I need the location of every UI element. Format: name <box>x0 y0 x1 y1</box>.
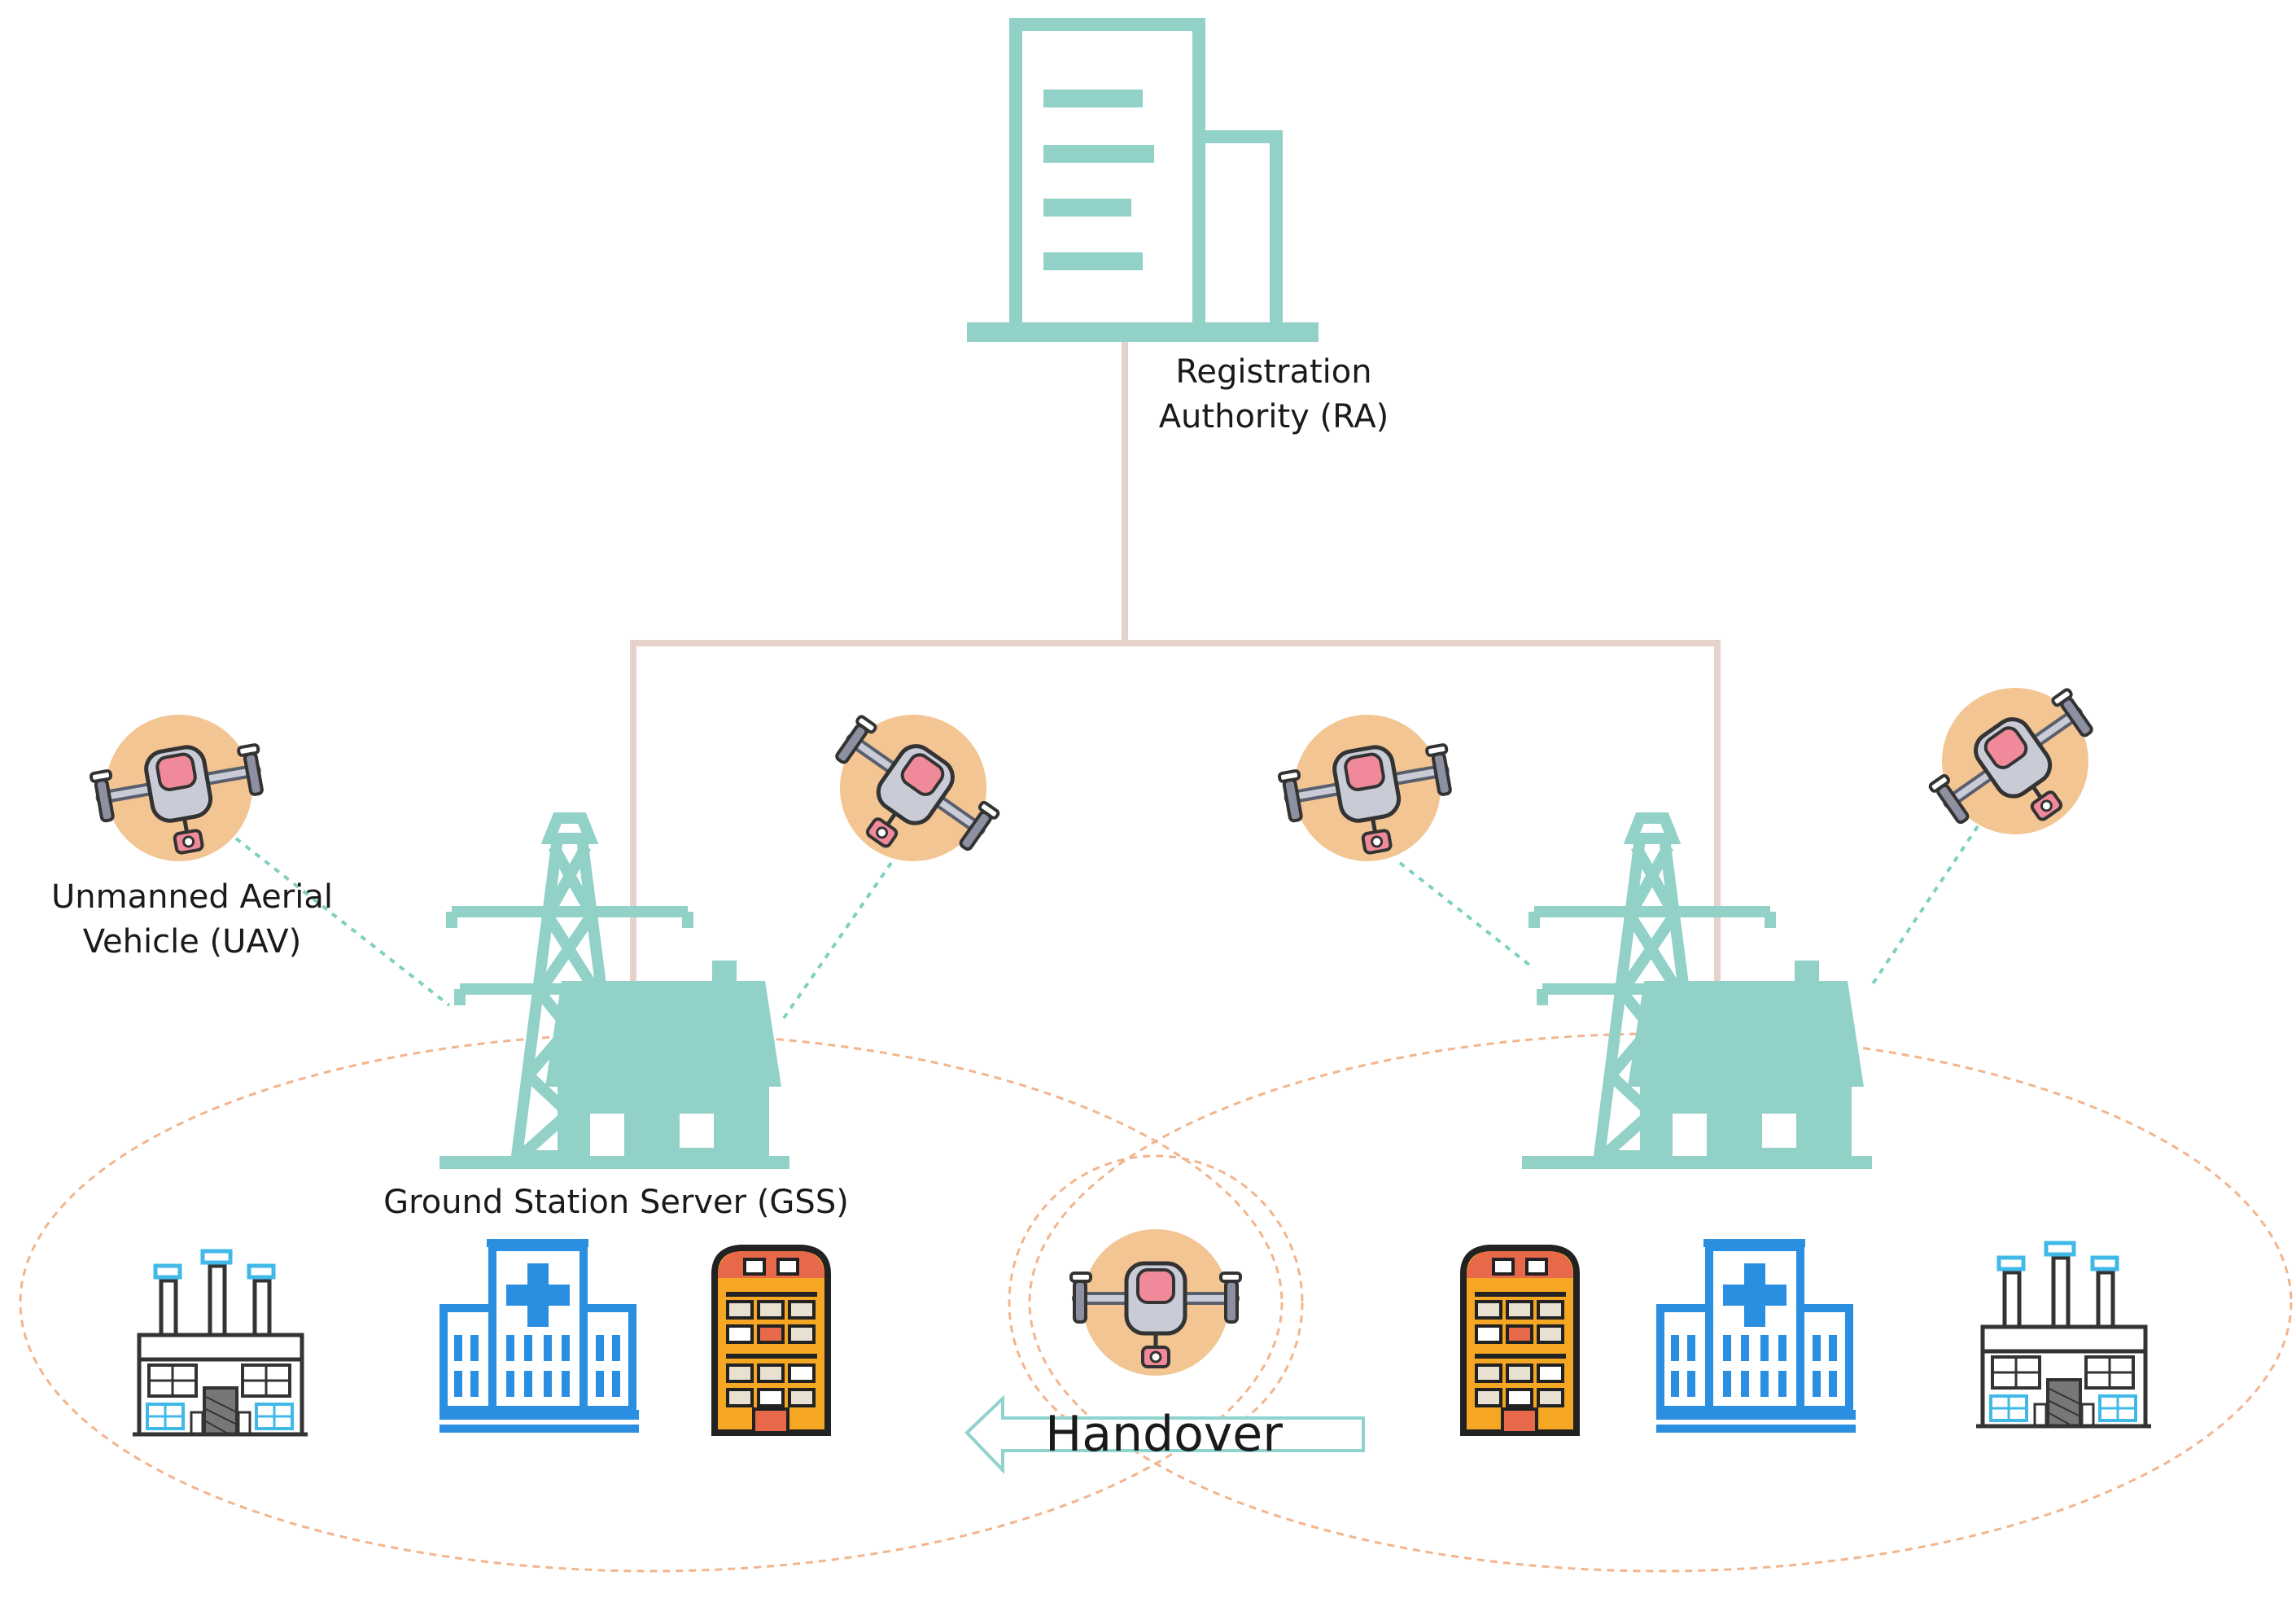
uav-link-4 <box>1870 825 1979 987</box>
handover-label: Handover <box>1045 1406 1283 1463</box>
left-arrow-icon <box>964 1394 1365 1474</box>
uav-link-3 <box>1398 861 1536 970</box>
tree-connector <box>630 326 1721 1001</box>
drone-icon <box>83 701 275 874</box>
factory-icon <box>1976 1243 2151 1426</box>
ra-label-line2: Authority (RA) <box>1159 398 1389 436</box>
drone-icon <box>802 680 1025 897</box>
uav-label-line2: Vehicle (UAV) <box>83 923 301 961</box>
ground-station-icon <box>1522 818 1872 1169</box>
drone-icon <box>1271 701 1463 874</box>
ground-station-icon <box>440 818 789 1169</box>
apartment-icon <box>1463 1248 1577 1433</box>
handover-zone <box>1008 1154 1304 1451</box>
hospital-icon <box>440 1239 639 1433</box>
uav-link-2 <box>780 861 893 1023</box>
uav-label-line1: Unmanned Aerial <box>51 878 333 916</box>
gss-label: Ground Station Server (GSS) <box>383 1184 849 1221</box>
hospital-icon <box>1656 1239 1856 1433</box>
drone-icon <box>1071 1229 1240 1376</box>
factory-icon <box>133 1251 308 1434</box>
drone-icon <box>1904 653 2127 870</box>
office-building-icon <box>967 18 1319 342</box>
uav-link-1 <box>234 837 451 1007</box>
apartment-icon <box>715 1248 828 1433</box>
ra-label-line1: Registration <box>1175 353 1371 391</box>
